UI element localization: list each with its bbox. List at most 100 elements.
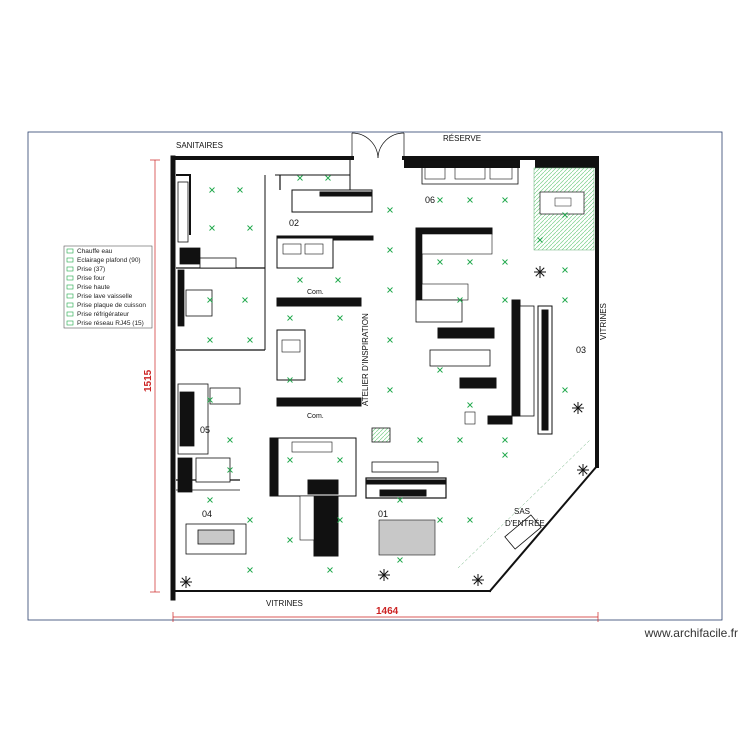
label-sanitaires: SANITAIRES: [176, 141, 223, 150]
ceiling-light-marker: [247, 517, 253, 523]
ceiling-light-marker: [387, 287, 393, 293]
legend-item: Prise (37): [77, 266, 105, 273]
room-number: 05: [200, 425, 210, 435]
ceiling-light-marker: [437, 517, 443, 523]
display-units: [269, 189, 553, 557]
ceiling-light-marker: [562, 212, 568, 218]
dimension-height: 1515: [143, 369, 154, 392]
legend-item: Eclairage plafond (90): [77, 257, 141, 264]
ceiling-light-marker: [337, 315, 343, 321]
legend-item: Chauffe eau: [77, 248, 113, 255]
entrance-sas: [457, 439, 591, 569]
plan-frame: [27, 131, 723, 621]
reserve-doors: [351, 132, 405, 159]
ceiling-light-marker: [417, 437, 423, 443]
ceiling-light-marker: [387, 207, 393, 213]
ceiling-light-marker: [502, 197, 508, 203]
ceiling-light-marker: [502, 259, 508, 265]
ceiling-light-marker: [209, 187, 215, 193]
plant-marker: [180, 576, 192, 588]
ceiling-light-marker: [502, 452, 508, 458]
ceiling-light-marker: [247, 225, 253, 231]
plant-marker: [472, 574, 484, 586]
legend-item: Prise haute: [77, 284, 110, 291]
ceiling-light-marker: [397, 557, 403, 563]
ceiling-light-marker: [207, 397, 213, 403]
legend-icon: [66, 248, 74, 254]
ceiling-light-marker: [457, 437, 463, 443]
ceiling-light-marker: [437, 259, 443, 265]
legend-icon: [66, 284, 74, 290]
reserve-storage: [404, 159, 595, 185]
label-com-bottom: Com.: [307, 413, 324, 420]
tile-sample: [371, 427, 391, 443]
dimension-lines: [150, 159, 599, 622]
ceiling-light-marker: [287, 457, 293, 463]
ceiling-light-marker: [297, 175, 303, 181]
ceiling-light-marker: [209, 225, 215, 231]
room-number: 01: [378, 509, 388, 519]
ceiling-light-marker: [457, 297, 463, 303]
ceiling-light-marker: [562, 297, 568, 303]
ceiling-light-marker: [297, 277, 303, 283]
watermark: www.archifacile.fr: [644, 626, 738, 640]
ceiling-light-marker: [337, 377, 343, 383]
ceiling-light-marker: [207, 497, 213, 503]
dimension-width: 1464: [376, 606, 399, 617]
ceiling-light-marker: [387, 337, 393, 343]
legend-items: Chauffe eau Eclairage plafond (90) Prise…: [66, 248, 146, 327]
ceiling-light-marker: [537, 237, 543, 243]
legend-icon: [66, 320, 74, 326]
ceiling-light-marker: [387, 247, 393, 253]
legend-item: Prise four: [77, 275, 106, 282]
ceiling-light-marker: [237, 187, 243, 193]
legend-icon: [66, 293, 74, 299]
ceiling-light-marker: [437, 197, 443, 203]
ceiling-light-marker: [562, 387, 568, 393]
room-number: 03: [576, 345, 586, 355]
electrical-markers: [207, 175, 568, 573]
plant-marker: [378, 569, 390, 581]
room-number: 06: [425, 195, 435, 205]
plant-marker: [572, 402, 584, 414]
ceiling-light-marker: [502, 437, 508, 443]
legend-item: Prise lave vaisselle: [77, 293, 133, 300]
label-sas: SAS: [514, 507, 530, 516]
ceiling-light-marker: [247, 567, 253, 573]
ceiling-light-marker: [287, 537, 293, 543]
ceiling-light-marker: [337, 517, 343, 523]
left-rooms: [177, 181, 247, 555]
label-vitrines-right: VITRINES: [599, 303, 608, 340]
legend-icon: [66, 302, 74, 308]
ceiling-light-marker: [327, 567, 333, 573]
label-com-top: Com.: [307, 289, 324, 296]
legend: [63, 245, 153, 329]
ceiling-light-marker: [247, 337, 253, 343]
ceiling-light-marker: [337, 457, 343, 463]
legend-item: Prise réseau RJ45 (15): [77, 320, 144, 327]
label-reserve: RÉSERVE: [443, 134, 481, 143]
ceiling-light-marker: [467, 197, 473, 203]
legend-icon: [66, 275, 74, 281]
label-atelier: ATELIER D'INSPIRATION: [361, 313, 370, 406]
legend-icon: [66, 311, 74, 317]
ceiling-light-marker: [437, 367, 443, 373]
exterior-walls: [170, 155, 599, 601]
ceiling-light-marker: [287, 315, 293, 321]
plant-marker: [534, 266, 546, 278]
ceiling-light-marker: [207, 337, 213, 343]
label-vitrines-bottom: VITRINES: [266, 599, 303, 608]
legend-icon: [66, 257, 74, 263]
ceiling-light-marker: [467, 402, 473, 408]
legend-item: Prise plaque de cuisson: [77, 302, 146, 309]
legend-item: Prise réfrigérateur: [77, 311, 130, 318]
ceiling-light-marker: [562, 267, 568, 273]
room-number: 02: [289, 218, 299, 228]
ceiling-light-marker: [287, 377, 293, 383]
label-sas-entree: D'ENTRÉE: [505, 519, 545, 528]
ceiling-light-marker: [467, 259, 473, 265]
ceiling-light-marker: [242, 297, 248, 303]
ceiling-light-marker: [387, 387, 393, 393]
plant-marker: [577, 464, 589, 476]
legend-icons: [66, 248, 74, 326]
